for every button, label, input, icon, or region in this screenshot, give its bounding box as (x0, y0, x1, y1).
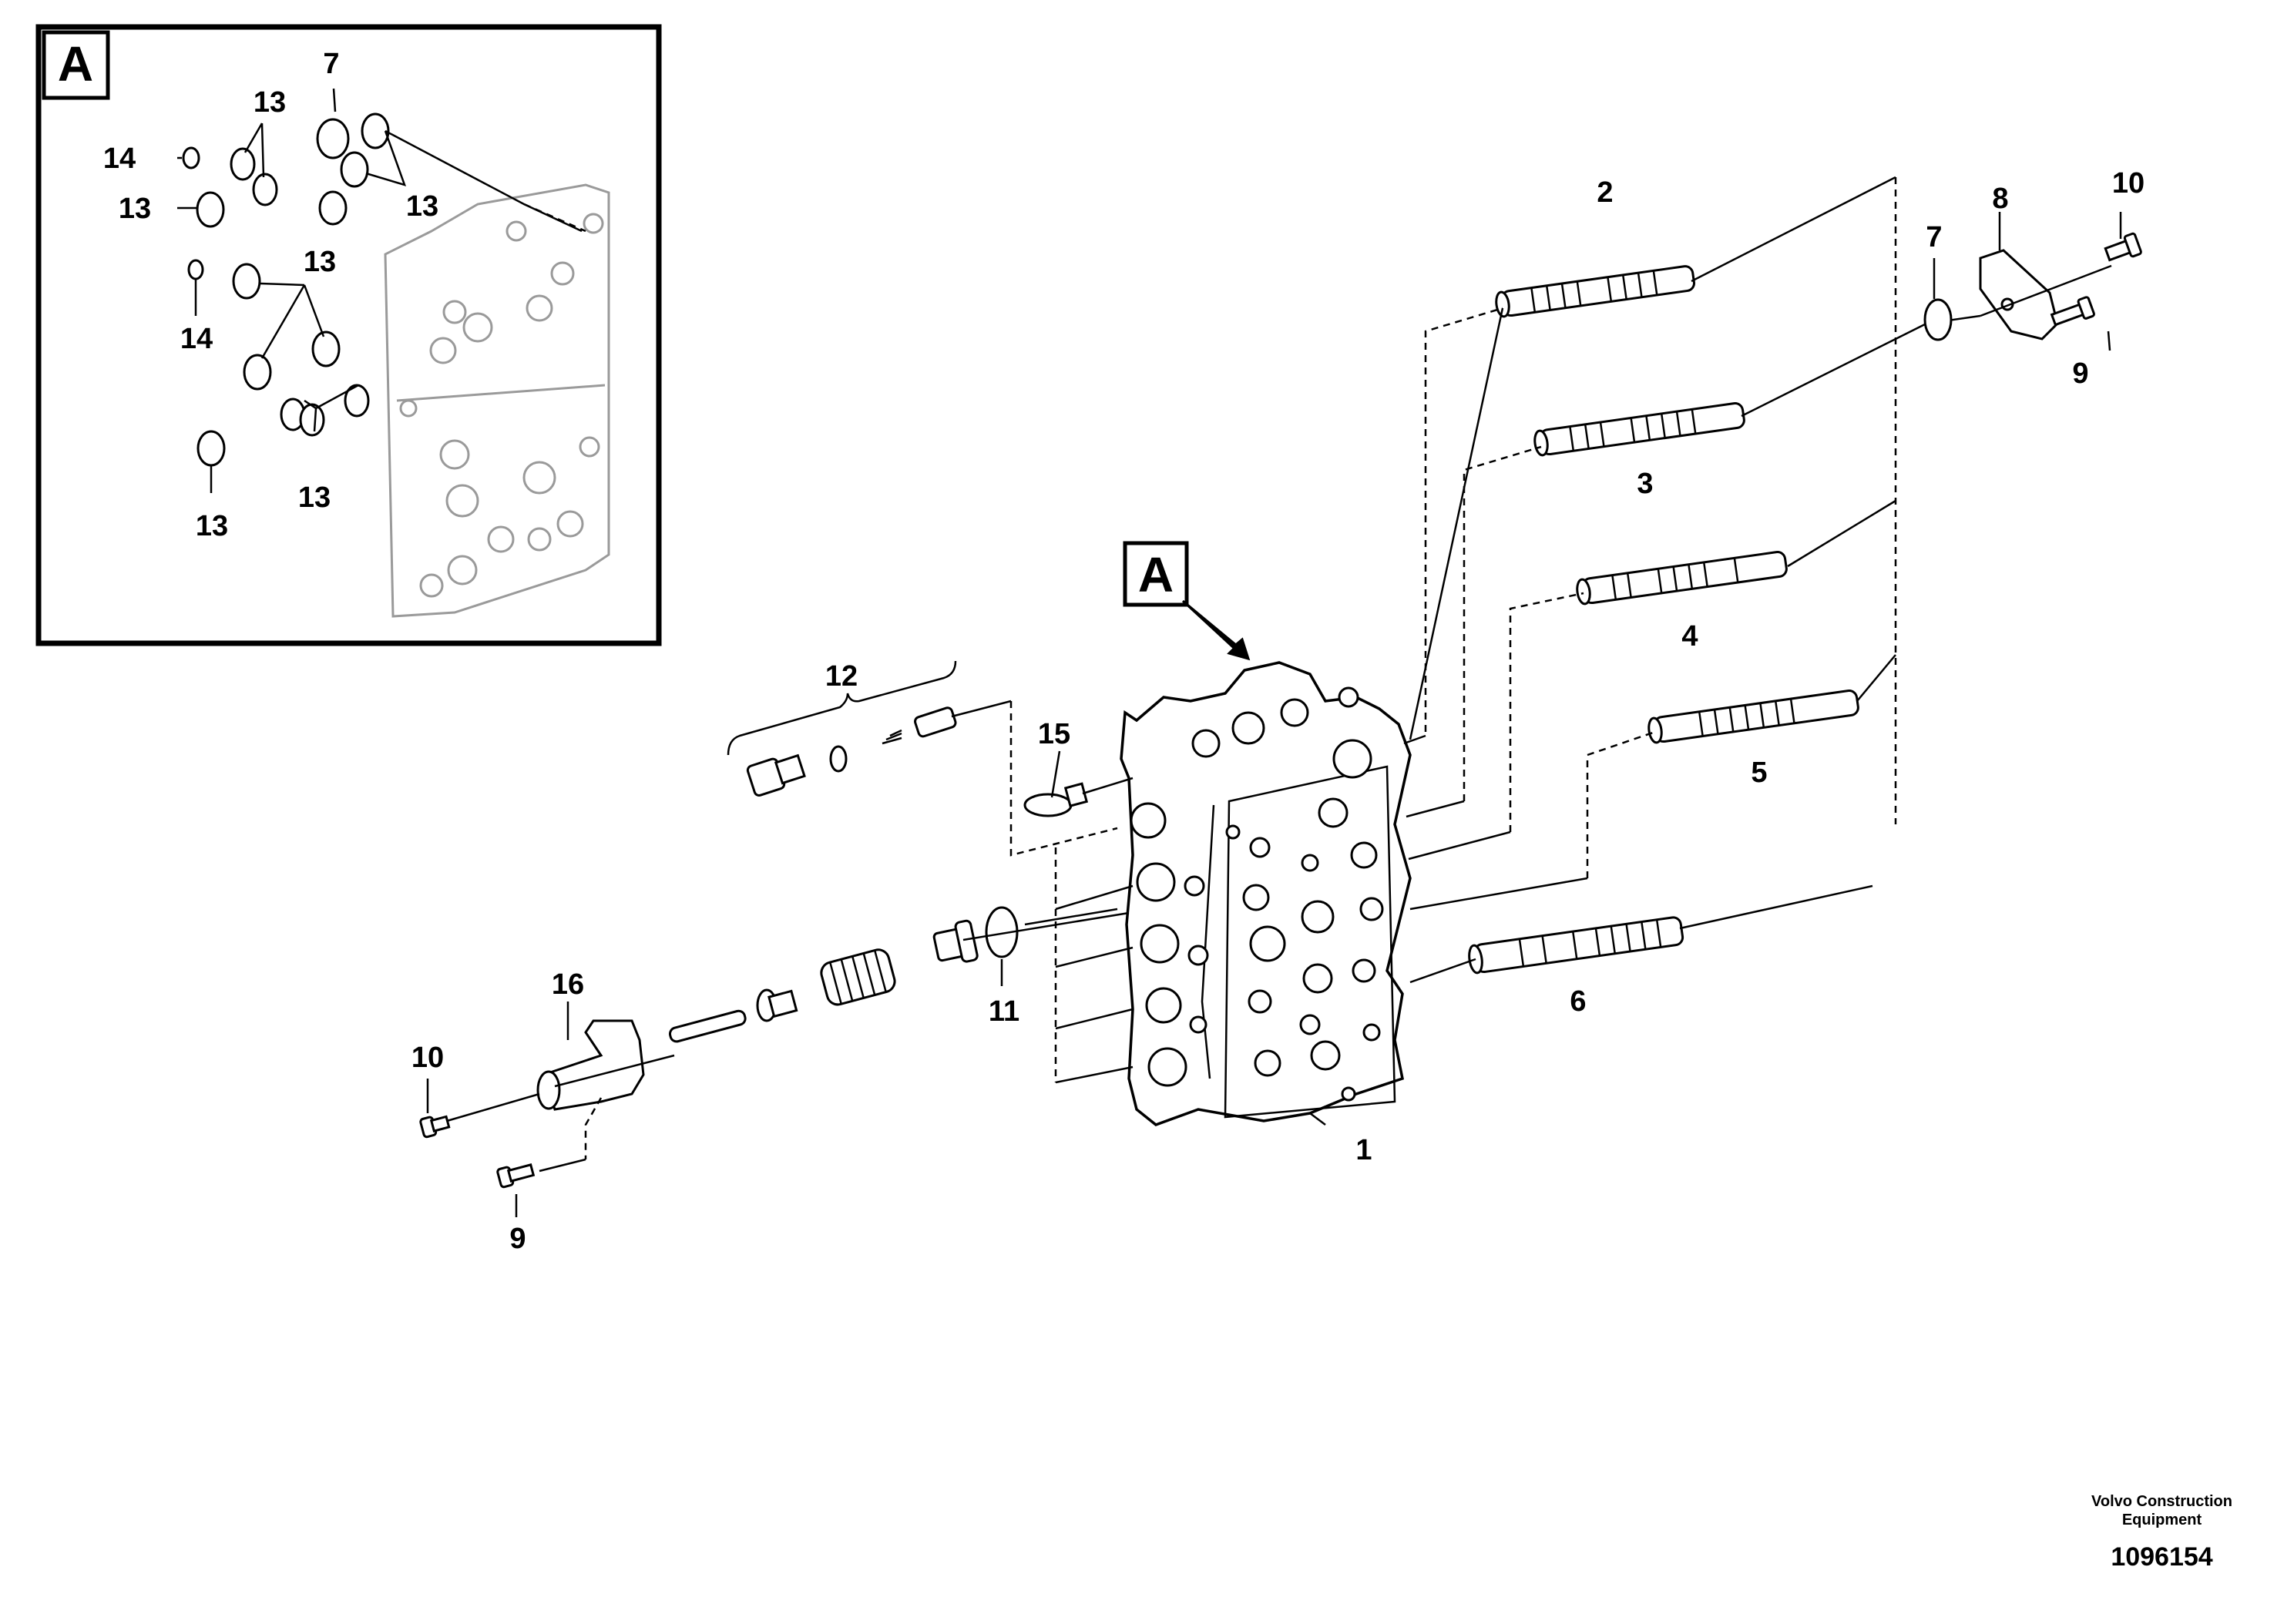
label-part-10-left: 10 (411, 1042, 444, 1074)
brand-line-1: Volvo Construction (2091, 1493, 2232, 1510)
o-ring-7 (1923, 298, 1953, 341)
label-part-7: 7 (1926, 221, 1942, 253)
valve-body (1120, 661, 1412, 1126)
inset-callout-13-d: 13 (304, 246, 336, 278)
inset-detail-a: A (35, 24, 662, 646)
inset-label-box (42, 30, 110, 100)
inset-callout-13-e: 13 (298, 481, 331, 514)
brand-line-2: Equipment (2121, 1512, 2202, 1528)
spring-assembly (668, 906, 1130, 1043)
label-part-9: 9 (2072, 357, 2088, 390)
bolt-10-left (419, 1115, 451, 1139)
bolts-left (419, 1079, 540, 1217)
inset-callout-14-a: 14 (103, 143, 136, 175)
label-part-12: 12 (825, 660, 858, 693)
bolt-9-right (2050, 296, 2095, 327)
label-part-15: 15 (1038, 718, 1070, 750)
label-part-3: 3 (1637, 468, 1653, 500)
right-cover-group (1923, 212, 2142, 351)
label-part-8: 8 (1992, 183, 2008, 215)
inset-callout-14-b: 14 (180, 323, 213, 355)
bolt-9-left (496, 1163, 536, 1189)
callout-a-main: A (1123, 541, 1251, 661)
label-part-2: 2 (1597, 176, 1613, 209)
plug-15 (1023, 750, 1134, 817)
document-number: 1096154 (2111, 1542, 2213, 1572)
relief-valve-12 (727, 660, 1118, 857)
o-ring-11 (985, 906, 1019, 958)
inset-valve-face (384, 183, 610, 618)
label-part-6: 6 (1570, 985, 1586, 1018)
bolt-10-right (2104, 232, 2142, 262)
label-part-16: 16 (552, 968, 584, 1001)
label-part-9-left: 9 (509, 1223, 526, 1255)
publisher-footer: Volvo Construction Equipment 1096154 (2091, 1492, 2232, 1574)
inset-callout-13-f: 13 (196, 510, 228, 542)
label-part-5: 5 (1751, 757, 1767, 789)
callout-a-label: A (1138, 547, 1174, 602)
spools (1403, 176, 1981, 984)
inset-label: A (58, 36, 93, 92)
inset-callout-13-c: 13 (406, 190, 438, 223)
label-part-1: 1 (1355, 1134, 1372, 1166)
inset-callout-7: 7 (323, 48, 339, 80)
spring-cover-16 (536, 1002, 675, 1173)
inset-callout-13-a: 13 (254, 86, 286, 119)
part-labels: 1 2 3 4 5 6 7 8 9 10 11 12 15 16 10 9 (411, 167, 2145, 1255)
inset-callout-13-b: 13 (119, 193, 151, 225)
label-part-10: 10 (2112, 167, 2145, 200)
inset-o-rings (177, 88, 586, 493)
label-part-11: 11 (989, 995, 1019, 1028)
label-part-4: 4 (1681, 620, 1698, 653)
cover-8 (1979, 249, 2059, 341)
